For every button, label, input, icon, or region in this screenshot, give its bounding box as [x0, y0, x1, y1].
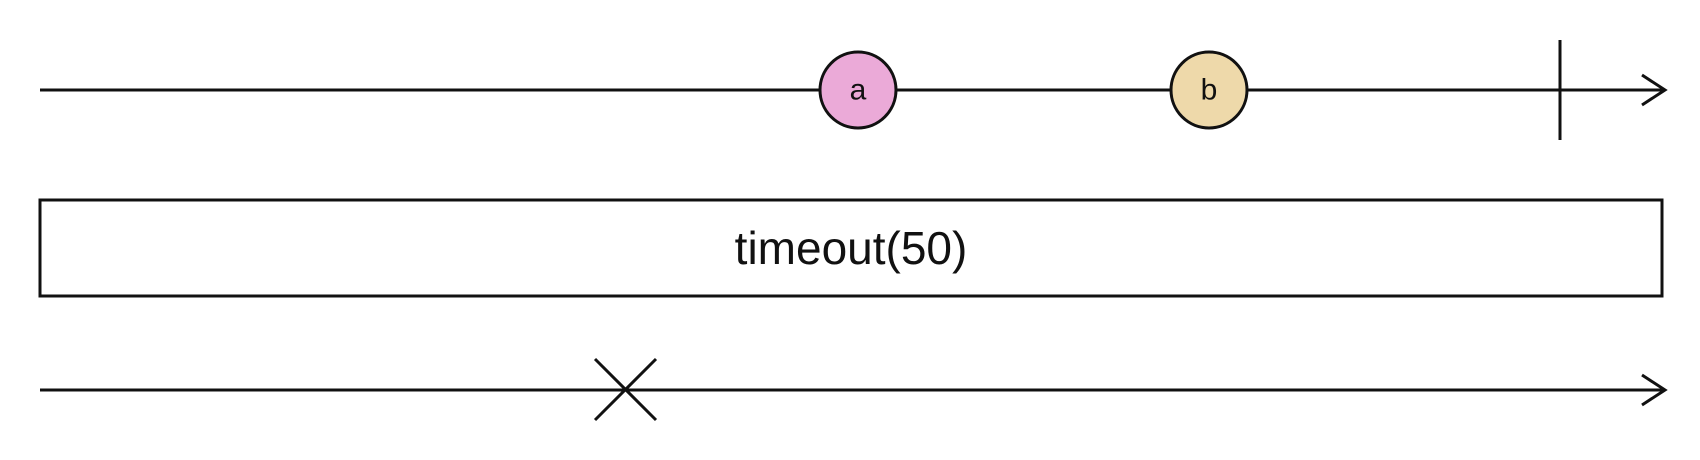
source-event-b: b	[1169, 50, 1249, 130]
source-timeline: a b	[40, 40, 1668, 140]
event-label-b: b	[1201, 74, 1218, 107]
event-marble-b	[1169, 50, 1249, 130]
error-cross-stroke-2	[593, 357, 658, 422]
output-error-marker	[593, 357, 658, 422]
operator-box: timeout(50)	[38, 198, 1664, 298]
output-timeline	[40, 357, 1668, 422]
event-label-a: a	[850, 74, 867, 107]
source-timeline-arrowhead	[1641, 73, 1668, 107]
output-timeline-arrowhead	[1641, 373, 1668, 407]
operator-box-frame	[38, 198, 1664, 298]
event-marble-a	[818, 50, 898, 130]
source-event-a: a	[818, 50, 898, 130]
operator-label: timeout(50)	[735, 222, 968, 274]
